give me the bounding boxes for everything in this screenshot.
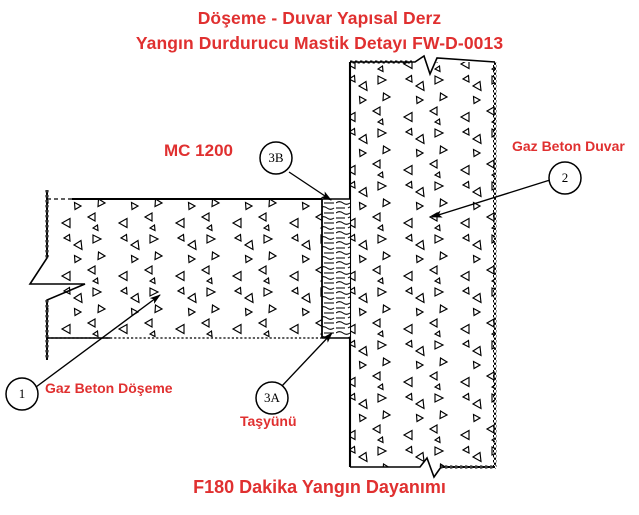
wall-element	[348, 54, 497, 479]
callout-label-3b: 3B	[268, 150, 284, 165]
floor-slab-element	[28, 190, 322, 360]
label-gaz-beton-duvar: Gaz Beton Duvar	[512, 138, 625, 154]
wall-bottom-rough-trace	[440, 465, 496, 469]
fire-rating-note: F180 Dakika Yangın Dayanımı	[193, 477, 446, 497]
callout-bubble-1[interactable]: 1	[5, 377, 39, 411]
label-gaz-beton-doseme: Gaz Beton Döşeme	[45, 380, 173, 396]
label-tasyunu: Taşyünü	[240, 413, 297, 429]
callout-label-1: 1	[19, 386, 26, 401]
leader-1	[35, 294, 161, 388]
label-mc-1200: MC 1200	[164, 141, 233, 160]
callout-bubble-3a[interactable]: 3A	[255, 381, 289, 415]
drawing-footer-block: F180 Dakika Yangın Dayanımı	[0, 477, 639, 498]
floor-break-rough-lower	[45, 300, 49, 360]
floor-slab-aerated-fill	[47, 199, 322, 338]
leader-3a	[280, 332, 333, 388]
callout-label-2: 2	[562, 170, 569, 185]
leader-3b	[288, 171, 332, 201]
joint-rockwool-hatch	[322, 199, 350, 338]
callout-bubbles: 3B 2 1 3A	[5, 141, 582, 415]
wall-top-rough-trace	[350, 60, 412, 64]
callout-bubble-2[interactable]: 2	[548, 161, 582, 195]
floor-break-rough-upper	[45, 190, 49, 258]
leader-lines	[35, 171, 551, 388]
structural-joint-filler	[321, 198, 350, 339]
callout-bubble-3b[interactable]: 3B	[259, 141, 293, 175]
leader-2	[431, 179, 551, 218]
wall-aerated-fill	[350, 62, 495, 467]
wall-right-face-rough	[493, 62, 497, 467]
callout-label-3a: 3A	[264, 390, 281, 405]
